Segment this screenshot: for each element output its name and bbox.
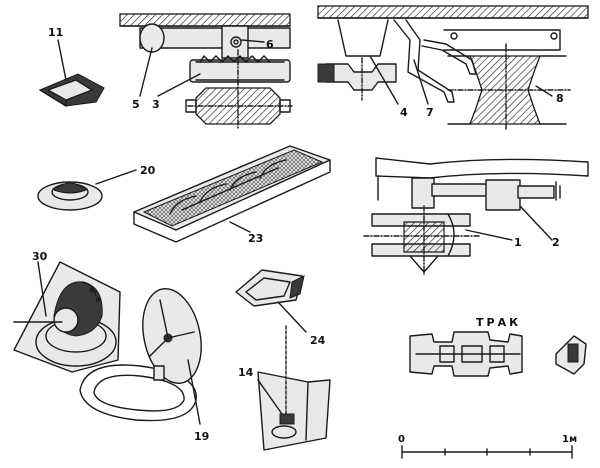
label-11: 11 (48, 26, 63, 39)
part-14-fitting (257, 325, 331, 451)
label-8: 8 (556, 92, 564, 105)
scale-bar (401, 445, 573, 459)
label-4: 4 (400, 106, 408, 119)
label-14: 14 (238, 366, 254, 379)
label-2: 2 (552, 236, 560, 249)
label-20: 20 (140, 164, 156, 177)
suspension-roller-assembly-right (317, 5, 589, 131)
label-19: 19 (194, 430, 209, 443)
label-24: 24 (310, 334, 326, 347)
label-5: 5 (132, 98, 140, 111)
label-30: 30 (32, 250, 48, 263)
roller-bracket-assembly (363, 157, 589, 277)
part-11-pad (38, 39, 105, 107)
part-20-cap (37, 169, 137, 211)
label-1: 1 (514, 236, 522, 249)
scale-start: 0 (398, 434, 405, 445)
scale-end: 1м (562, 434, 577, 445)
track-link (409, 331, 587, 377)
track-title: ТРАК (476, 316, 521, 329)
label-3: 3 (152, 98, 160, 111)
part-24-bracket (235, 269, 307, 333)
part-19-hatch-cover (79, 287, 202, 425)
part-23-mesh-guard (133, 145, 331, 243)
label-7: 7 (426, 106, 434, 119)
suspension-roller-assembly-left (119, 13, 293, 129)
label-6: 6 (266, 38, 274, 51)
part-30-dome-fitting (13, 261, 121, 373)
label-23: 23 (248, 232, 263, 245)
